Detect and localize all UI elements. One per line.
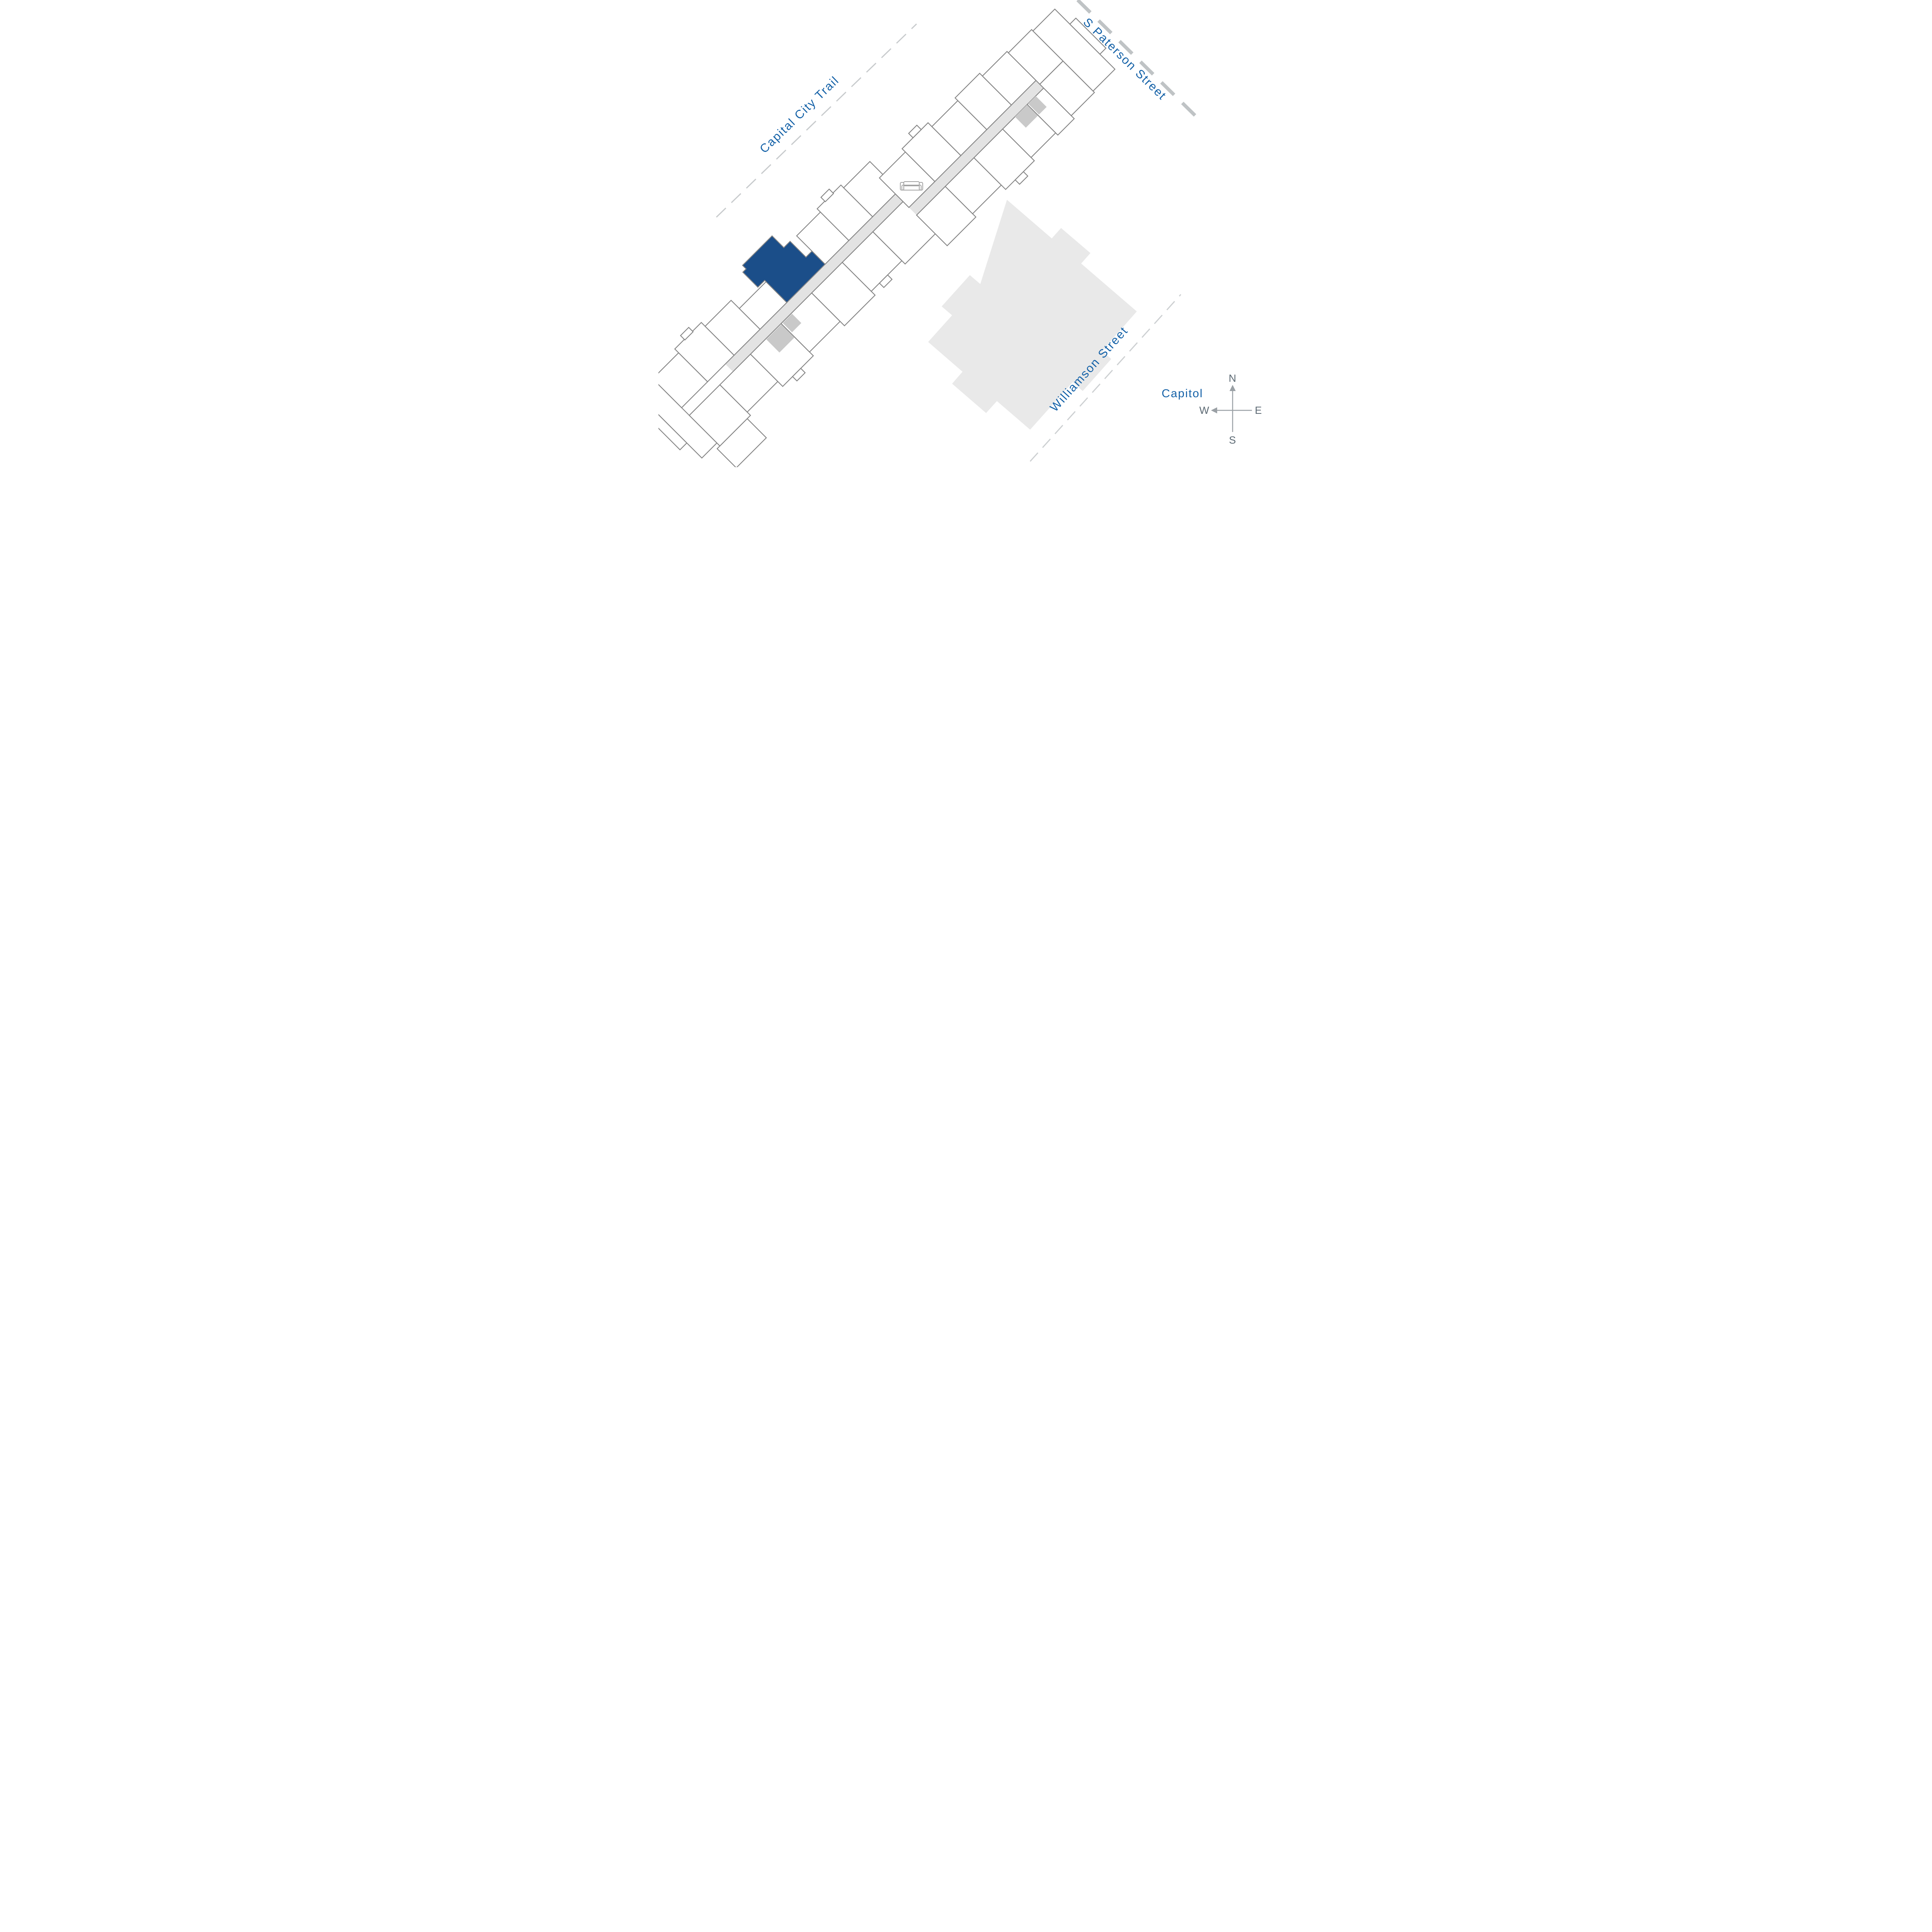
balcony-bump bbox=[820, 188, 834, 202]
balcony-bump bbox=[680, 327, 694, 341]
balcony-bump bbox=[1014, 171, 1028, 185]
service-core bbox=[1015, 105, 1038, 128]
right-wing bbox=[878, 9, 1116, 247]
compass-north-arrow bbox=[1229, 385, 1236, 391]
corridor bbox=[725, 189, 908, 372]
balcony-bump bbox=[908, 124, 922, 139]
balcony-bump bbox=[1069, 17, 1107, 55]
balcony-bump bbox=[878, 274, 893, 288]
highlighted-unit[interactable] bbox=[739, 224, 826, 310]
compass-west-label: W bbox=[1199, 405, 1209, 416]
compass-rose-icon: N E S W bbox=[1199, 372, 1262, 446]
corridor bbox=[909, 80, 1043, 215]
left-wing bbox=[658, 148, 953, 467]
unit-outline bbox=[658, 379, 718, 459]
compass-west-arrow bbox=[1211, 407, 1217, 413]
compass-east-label: E bbox=[1255, 405, 1262, 416]
williamson-street-line bbox=[1029, 294, 1181, 462]
couch-icon bbox=[900, 181, 923, 190]
compass-north-label: N bbox=[1228, 372, 1236, 384]
site-plan-page: Capital City Trail S Paterson Street Wil… bbox=[658, 0, 1274, 467]
service-core bbox=[766, 324, 794, 353]
capital-city-trail-line bbox=[716, 23, 917, 218]
neighbor-building-footprint bbox=[928, 200, 1137, 430]
capital-city-trail-label: Capital City Trail bbox=[757, 73, 842, 156]
balcony-bump bbox=[792, 367, 806, 382]
service-core bbox=[1028, 96, 1047, 115]
compass-south-label: S bbox=[1229, 434, 1236, 446]
capitol-label: Capitol bbox=[1162, 387, 1203, 400]
site-plan-map: Capital City Trail S Paterson Street Wil… bbox=[658, 0, 1262, 467]
